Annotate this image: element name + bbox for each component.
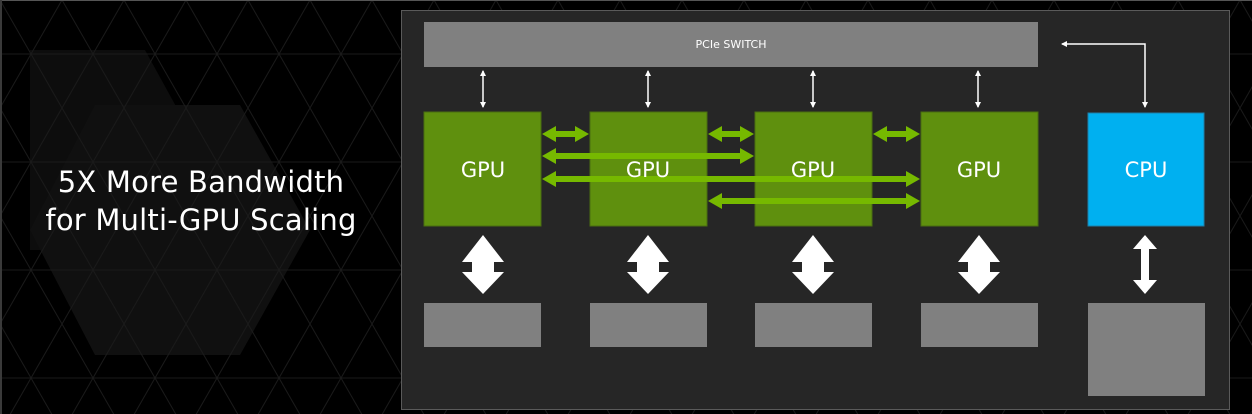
gpu-2: [589, 111, 708, 227]
nvlink-gpu3-gpu4: [873, 126, 920, 142]
cpu: CPU: [1087, 112, 1205, 227]
gpu-3: [754, 111, 873, 227]
memory-arrow-cpu: [1133, 235, 1157, 294]
headline: 5X More Bandwidth for Multi-GPU Scaling: [0, 163, 402, 239]
pcie-link-arrows: [480, 41, 1148, 108]
gpu-4: [920, 111, 1039, 227]
memory-arrow-gpu4: [958, 235, 1000, 294]
gpu-1-label: GPU: [461, 158, 505, 182]
memory-arrow-gpu3: [792, 235, 834, 294]
pcie-switch: PCIe SWITCH: [424, 22, 1038, 67]
headline-line-1: 5X More Bandwidth: [57, 165, 345, 199]
nvlink-gpu1-gpu4: [542, 171, 920, 187]
gpu-3-label: GPU: [791, 158, 835, 182]
nvlink-gpu2-gpu4: [708, 193, 920, 209]
cpu-memory: [1088, 303, 1205, 396]
nvlink-gpu1-gpu2: [542, 126, 589, 142]
memory-arrow-gpu1: [462, 235, 504, 294]
pcie-switch-label: PCIe SWITCH: [696, 38, 767, 51]
cpu-label: CPU: [1125, 158, 1168, 182]
gpu-4-label: GPU: [957, 158, 1001, 182]
memory-arrow-gpu2: [627, 235, 669, 294]
gpu1-memory: [424, 303, 541, 347]
pcie-arrow-cpu: [1061, 41, 1148, 108]
gpu4-memory: [921, 303, 1038, 347]
memory-arrows: [462, 235, 1157, 294]
nvlink-gpu1-gpu3: [542, 148, 754, 164]
memory-blocks: [424, 303, 1205, 396]
gpu-1: [423, 111, 542, 227]
top-border: [0, 0, 1252, 1]
headline-line-2: for Multi-GPU Scaling: [45, 203, 357, 237]
gpu2-memory: [590, 303, 707, 347]
nvlink-arrows: [542, 126, 920, 209]
left-border: [0, 0, 2, 414]
gpu3-memory: [755, 303, 872, 347]
gpu-2-label: GPU: [626, 158, 670, 182]
nvlink-gpu2-gpu3: [708, 126, 754, 142]
